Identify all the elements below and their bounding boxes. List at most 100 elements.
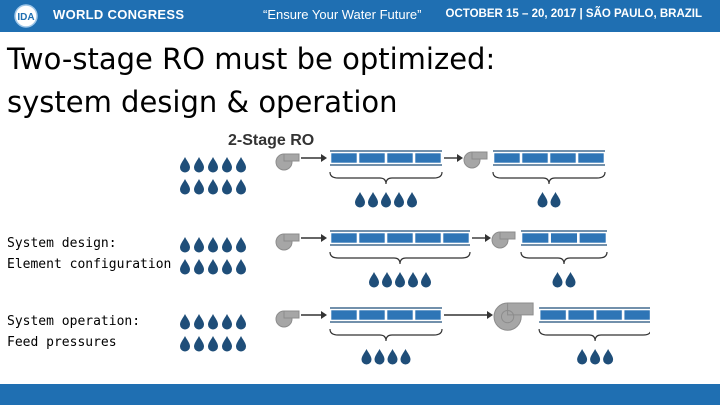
stage-1-permeate-drop (355, 192, 365, 208)
high-pressure-pump (275, 310, 300, 328)
footer-bar (0, 384, 720, 405)
membrane-element (567, 309, 595, 321)
feed-drop (222, 259, 232, 275)
header-bar: IDA WORLD CONGRESS “Ensure Your Water Fu… (0, 0, 720, 32)
system-design-label-line-1: System design: (7, 236, 117, 251)
membrane-element (386, 152, 414, 164)
feed-drop (222, 336, 232, 352)
membrane-element (358, 309, 386, 321)
feed-drop (180, 179, 190, 195)
feed-arrow-head (321, 154, 327, 162)
high-pressure-pump-outlet (283, 310, 300, 319)
membrane-element (386, 309, 414, 321)
membrane-element (623, 309, 650, 321)
slide-title-line-2: system design & operation (7, 85, 398, 119)
feed-drop (208, 259, 218, 275)
stage-1-permeate-drop (408, 272, 418, 288)
stage-2-vessel (539, 307, 650, 323)
two-stage-ro-diagram: 2-Stage RO (180, 132, 650, 365)
membrane-element (358, 152, 386, 164)
feed-drop (208, 314, 218, 330)
stage-1-vessel (330, 230, 470, 246)
stage-2-permeate-brace (520, 251, 608, 265)
stage-2-permeate-drop (550, 192, 561, 208)
high-pressure-pump-outlet (283, 233, 300, 242)
feed-drop (194, 157, 204, 173)
stage-1-permeate-brace (329, 171, 443, 185)
stage-2-vessel (521, 230, 607, 246)
feed-drop (222, 314, 232, 330)
feed-drop (180, 336, 190, 352)
membrane-element (577, 152, 605, 164)
feed-drop (208, 157, 218, 173)
membrane-element (358, 232, 386, 244)
membrane-element (330, 232, 358, 244)
membrane-element (521, 152, 549, 164)
concentrate-arrow-head (485, 234, 491, 242)
booster-pump (493, 302, 534, 331)
feed-drop (222, 237, 232, 253)
system-operation-label: System operation: Feed pressures (7, 311, 140, 353)
system-operation-label-line-2: Feed pressures (7, 335, 117, 350)
membrane-element (493, 152, 521, 164)
feed-drop (208, 179, 218, 195)
ro-row-2 (180, 237, 576, 288)
stage-1-permeate-drop (387, 349, 398, 365)
membrane-element (595, 309, 623, 321)
membrane-element (386, 232, 414, 244)
organization-name: WORLD CONGRESS (53, 7, 185, 22)
booster-pump (491, 231, 516, 249)
stage-1-permeate-drop (361, 349, 372, 365)
feed-drop (222, 179, 232, 195)
stage-1-vessel (330, 150, 442, 166)
concentrate-arrow-head (457, 154, 463, 162)
feed-drop (222, 157, 232, 173)
ida-logo-text: IDA (17, 12, 34, 23)
feed-drop (208, 237, 218, 253)
stage-1-permeate-drop (395, 272, 405, 288)
high-pressure-pump-outlet (283, 153, 300, 162)
stage-1-permeate-brace (329, 251, 471, 265)
stage-2-permeate-drop (565, 272, 576, 288)
stage-2-permeate-drop (577, 349, 588, 365)
slide-title: Two-stage RO must be optimized: system d… (7, 38, 495, 124)
membrane-element (442, 232, 470, 244)
membrane-element (539, 309, 567, 321)
high-pressure-pump (275, 153, 300, 171)
ida-logo: IDA (14, 4, 38, 28)
booster-pump (463, 151, 488, 169)
stage-2-permeate-brace (492, 171, 606, 185)
feed-drop (180, 259, 190, 275)
membrane-element (414, 152, 442, 164)
feed-drop (236, 314, 246, 330)
feed-arrow-head (321, 234, 327, 242)
stage-1-permeate-drop (382, 272, 392, 288)
feed-drop (236, 336, 246, 352)
stage-2-permeate-drop (590, 349, 601, 365)
diagram-title: 2-Stage RO (228, 132, 314, 149)
feed-drop (208, 336, 218, 352)
high-pressure-pump (275, 233, 300, 251)
feed-drop (194, 336, 204, 352)
stage-1-permeate-drop (368, 192, 378, 208)
feed-drop (236, 259, 246, 275)
feed-drop (236, 179, 246, 195)
feed-drop (194, 179, 204, 195)
stage-2-permeate-drop (603, 349, 614, 365)
stage-1-permeate-drop (374, 349, 385, 365)
feed-drop (180, 237, 190, 253)
ro-row-1 (180, 157, 561, 208)
feed-drop (194, 237, 204, 253)
membrane-element (549, 152, 577, 164)
stage-1-permeate-brace (329, 328, 443, 342)
stage-1-permeate-drop (381, 192, 391, 208)
stage-2-permeate-drop (537, 192, 548, 208)
feed-arrow-head (321, 311, 327, 319)
feed-drop (236, 237, 246, 253)
stage-1-vessel (330, 307, 442, 323)
feed-drop (180, 157, 190, 173)
system-design-label-line-2: Element configuration (7, 257, 172, 272)
ro-row-3 (180, 314, 614, 365)
stage-2-vessel (493, 150, 605, 166)
booster-pump-impeller (500, 309, 515, 324)
